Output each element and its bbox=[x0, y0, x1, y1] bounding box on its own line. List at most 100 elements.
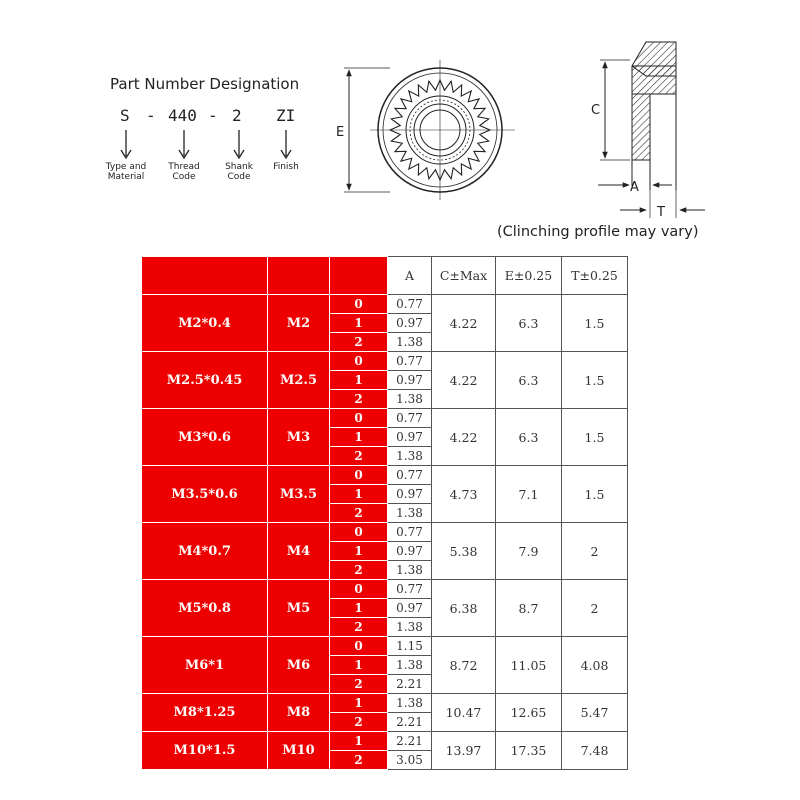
shank-code-cell: 0 bbox=[329, 408, 388, 428]
profile-note: (Clinching profile may vary) bbox=[497, 224, 699, 240]
shank-code-cell: 1 bbox=[329, 598, 388, 618]
part-separator: - bbox=[146, 106, 156, 125]
a-value-cell: 0.97 bbox=[387, 598, 432, 618]
thread-size-cell: M10*1.5 bbox=[141, 731, 268, 770]
a-value-cell: 2.21 bbox=[387, 731, 432, 751]
c-value-cell: 4.22 bbox=[431, 408, 496, 466]
shank-code-cell: 0 bbox=[329, 579, 388, 599]
a-value-cell: 0.97 bbox=[387, 370, 432, 390]
e-value-cell: 6.3 bbox=[495, 351, 562, 409]
a-value-cell: 1.38 bbox=[387, 560, 432, 580]
part-thread-code: 440 bbox=[168, 106, 197, 125]
a-value-cell: 1.38 bbox=[387, 446, 432, 466]
arrow-down-icon bbox=[233, 130, 245, 160]
shank-code-cell: 2 bbox=[329, 674, 388, 694]
a-value-cell: 1.38 bbox=[387, 617, 432, 637]
shank-code-cell: 1 bbox=[329, 655, 388, 675]
dimension-a-label: A bbox=[630, 180, 639, 195]
thread-code-cell: M3 bbox=[267, 408, 330, 466]
thread-size-cell: M2.5*0.45 bbox=[141, 351, 268, 409]
header-e: E±0.25 bbox=[495, 256, 562, 295]
a-value-cell: 0.97 bbox=[387, 541, 432, 561]
caption-finish: Finish bbox=[273, 162, 299, 172]
table-header-row: A C±Max E±0.25 T±0.25 bbox=[141, 256, 628, 295]
a-value-cell: 0.97 bbox=[387, 427, 432, 447]
shank-code-cell: 0 bbox=[329, 351, 388, 371]
a-value-cell: 0.77 bbox=[387, 351, 432, 371]
thread-code-cell: M5 bbox=[267, 579, 330, 637]
shank-code-cell: 2 bbox=[329, 332, 388, 352]
a-value-cell: 0.97 bbox=[387, 313, 432, 333]
t-value-cell: 4.08 bbox=[561, 636, 628, 694]
shank-code-cell: 1 bbox=[329, 731, 388, 751]
t-value-cell: 1.5 bbox=[561, 408, 628, 466]
thread-code-cell: M2.5 bbox=[267, 351, 330, 409]
header-t: T±0.25 bbox=[561, 256, 628, 295]
thread-size-cell: M2*0.4 bbox=[141, 294, 268, 352]
shank-code-cell: 1 bbox=[329, 427, 388, 447]
part-finish-code: ZI bbox=[276, 106, 296, 125]
fastener-drawing: E C A T bbox=[336, 41, 705, 220]
thread-size-cell: M6*1 bbox=[141, 636, 268, 694]
thread-size-cell: M3.5*0.6 bbox=[141, 465, 268, 523]
c-value-cell: 4.22 bbox=[431, 294, 496, 352]
dimension-e-label: E bbox=[336, 125, 344, 140]
shank-code-cell: 2 bbox=[329, 617, 388, 637]
a-value-cell: 0.77 bbox=[387, 294, 432, 314]
shank-code-cell: 1 bbox=[329, 313, 388, 333]
t-value-cell: 1.5 bbox=[561, 294, 628, 352]
a-value-cell: 1.15 bbox=[387, 636, 432, 656]
c-value-cell: 6.38 bbox=[431, 579, 496, 637]
thread-code-cell: M2 bbox=[267, 294, 330, 352]
a-value-cell: 1.38 bbox=[387, 655, 432, 675]
dimension-c-label: C bbox=[591, 103, 600, 118]
t-value-cell: 2 bbox=[561, 579, 628, 637]
t-value-cell: 1.5 bbox=[561, 465, 628, 523]
thread-size-cell: M8*1.25 bbox=[141, 693, 268, 732]
thread-size-cell: M5*0.8 bbox=[141, 579, 268, 637]
shank-code-cell: 1 bbox=[329, 370, 388, 390]
e-value-cell: 6.3 bbox=[495, 408, 562, 466]
a-value-cell: 0.77 bbox=[387, 579, 432, 599]
arrow-down-icon bbox=[280, 130, 292, 160]
part-shank-code: 2 bbox=[232, 106, 242, 125]
shank-code-cell: 2 bbox=[329, 503, 388, 523]
c-value-cell: 8.72 bbox=[431, 636, 496, 694]
a-value-cell: 1.38 bbox=[387, 332, 432, 352]
a-value-cell: 2.21 bbox=[387, 712, 432, 732]
e-value-cell: 17.35 bbox=[495, 731, 562, 770]
a-value-cell: 0.97 bbox=[387, 484, 432, 504]
t-value-cell: 7.48 bbox=[561, 731, 628, 770]
a-value-cell: 2.21 bbox=[387, 674, 432, 694]
e-value-cell: 7.1 bbox=[495, 465, 562, 523]
part-number-example: S - 440 - 2 ZI bbox=[100, 106, 330, 126]
side-view: C A T bbox=[591, 41, 705, 220]
thread-code-cell: M8 bbox=[267, 693, 330, 732]
shank-code-cell: 2 bbox=[329, 712, 388, 732]
c-value-cell: 13.97 bbox=[431, 731, 496, 770]
header-shank-code bbox=[329, 256, 388, 295]
thread-size-cell: M3*0.6 bbox=[141, 408, 268, 466]
thread-code-cell: M3.5 bbox=[267, 465, 330, 523]
shank-code-cell: 0 bbox=[329, 636, 388, 656]
shank-code-cell: 1 bbox=[329, 693, 388, 713]
c-value-cell: 5.38 bbox=[431, 522, 496, 580]
e-value-cell: 7.9 bbox=[495, 522, 562, 580]
t-value-cell: 2 bbox=[561, 522, 628, 580]
